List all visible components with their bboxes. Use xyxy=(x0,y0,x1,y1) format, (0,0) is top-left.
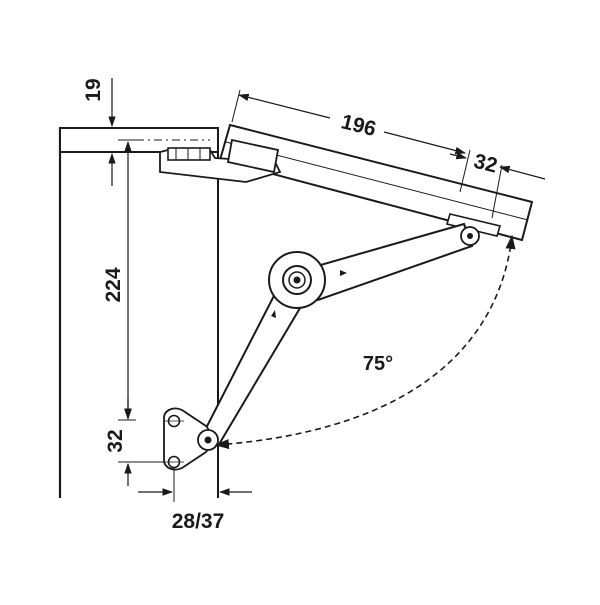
damper-housing xyxy=(268,251,326,309)
dimension-bracket-spacing-label: 32 xyxy=(104,429,127,452)
bottom-mounting-bracket xyxy=(163,407,219,471)
dimension-lid-length-label: 196 xyxy=(339,110,379,141)
cabinet-top-board xyxy=(59,127,219,153)
dimension-top-thickness: 19 xyxy=(82,78,124,186)
dimension-lid-offset-label: 32 xyxy=(471,150,499,178)
lid-pivot xyxy=(460,226,480,246)
dimension-cabinet-offset: 28/37 xyxy=(138,468,252,533)
dimension-height: 224 xyxy=(102,139,136,421)
dimension-cabinet-offset-label: 28/37 xyxy=(172,510,225,533)
top-mounting-bracket xyxy=(159,138,282,183)
dimension-bracket-spacing: 32 xyxy=(104,398,164,486)
dimension-lid-offset: 32 xyxy=(449,150,546,219)
opening-angle-label: 75° xyxy=(363,353,393,375)
dimension-top-thickness-label: 19 xyxy=(82,78,105,101)
dimension-height-label: 224 xyxy=(102,267,125,302)
opening-angle-arc xyxy=(214,234,516,450)
